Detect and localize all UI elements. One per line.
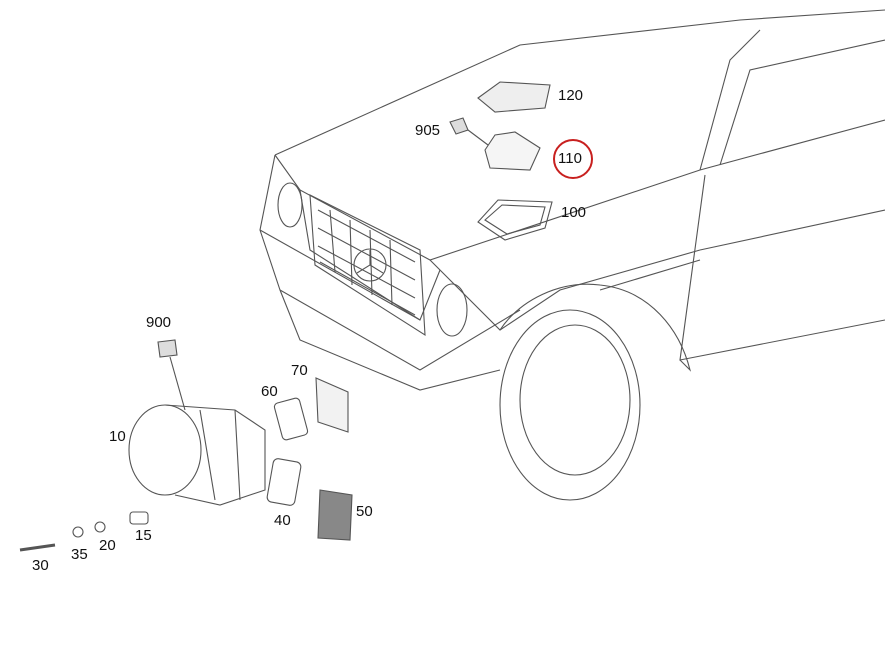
vehicle-body <box>259 9 885 501</box>
hood-parts <box>449 81 553 241</box>
part-label-100[interactable]: 100 <box>561 204 587 221</box>
highlight-ring <box>553 139 593 179</box>
part-label-35[interactable]: 35 <box>71 546 88 563</box>
part-label-120[interactable]: 120 <box>558 87 584 104</box>
headlamp-assembly <box>19 339 353 552</box>
part-label-50[interactable]: 50 <box>356 503 373 520</box>
part-label-110[interactable]: 110 <box>558 150 582 167</box>
part-label-70[interactable]: 70 <box>291 362 308 379</box>
part-label-40[interactable]: 40 <box>274 512 291 529</box>
part-label-900[interactable]: 900 <box>146 314 172 331</box>
part-label-15[interactable]: 15 <box>135 527 152 544</box>
part-label-905[interactable]: 905 <box>415 122 441 139</box>
part-label-60[interactable]: 60 <box>261 383 278 400</box>
part-label-20[interactable]: 20 <box>99 537 116 554</box>
part-label-30[interactable]: 30 <box>32 557 49 574</box>
part-label-10[interactable]: 10 <box>109 428 126 445</box>
